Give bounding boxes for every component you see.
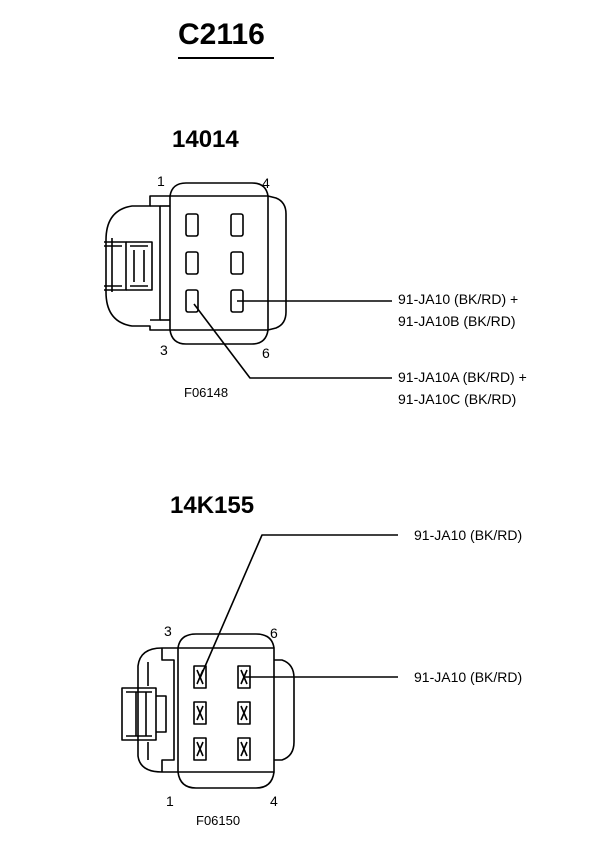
connector-b-wire-mid: 91-JA10 (BK/RD) [414,669,523,685]
connector-a-wire-b-line2: 91-JA10C (BK/RD) [398,391,517,407]
diagram-title: C2116 [178,18,265,51]
connector-b-pin-1: 1 [166,793,174,809]
connector-a-pin-3: 3 [160,342,168,358]
connector-a-part-number: 14014 [172,126,239,153]
connector-b-figure-id: F06150 [196,813,241,828]
connector-a-pin-6: 6 [262,345,270,361]
connector-a-figure-id: F06148 [184,385,229,400]
connector-a-pin-1: 1 [157,173,165,189]
connector-a-drawing [104,182,287,345]
connector-a-wire-b-line1: 91-JA10A (BK/RD) + [398,369,527,385]
connector-a-wire-a-line1: 91-JA10 (BK/RD) + [398,291,519,307]
connector-b-drawing [121,633,295,789]
connector-b-pin-4: 4 [270,793,278,809]
connector-b-pin-3: 3 [164,623,172,639]
connector-b-part-number: 14K155 [170,492,255,519]
connector-a-pin-4: 4 [262,175,270,191]
title-underline [178,57,274,59]
connector-b-leader-pin3 [199,534,398,679]
connector-a-leader-pin3 [193,303,392,379]
connector-b-wire-top: 91-JA10 (BK/RD) [414,527,523,543]
connector-a-wire-a-line2: 91-JA10B (BK/RD) [398,313,516,329]
connector-b-pin-6: 6 [270,625,278,641]
